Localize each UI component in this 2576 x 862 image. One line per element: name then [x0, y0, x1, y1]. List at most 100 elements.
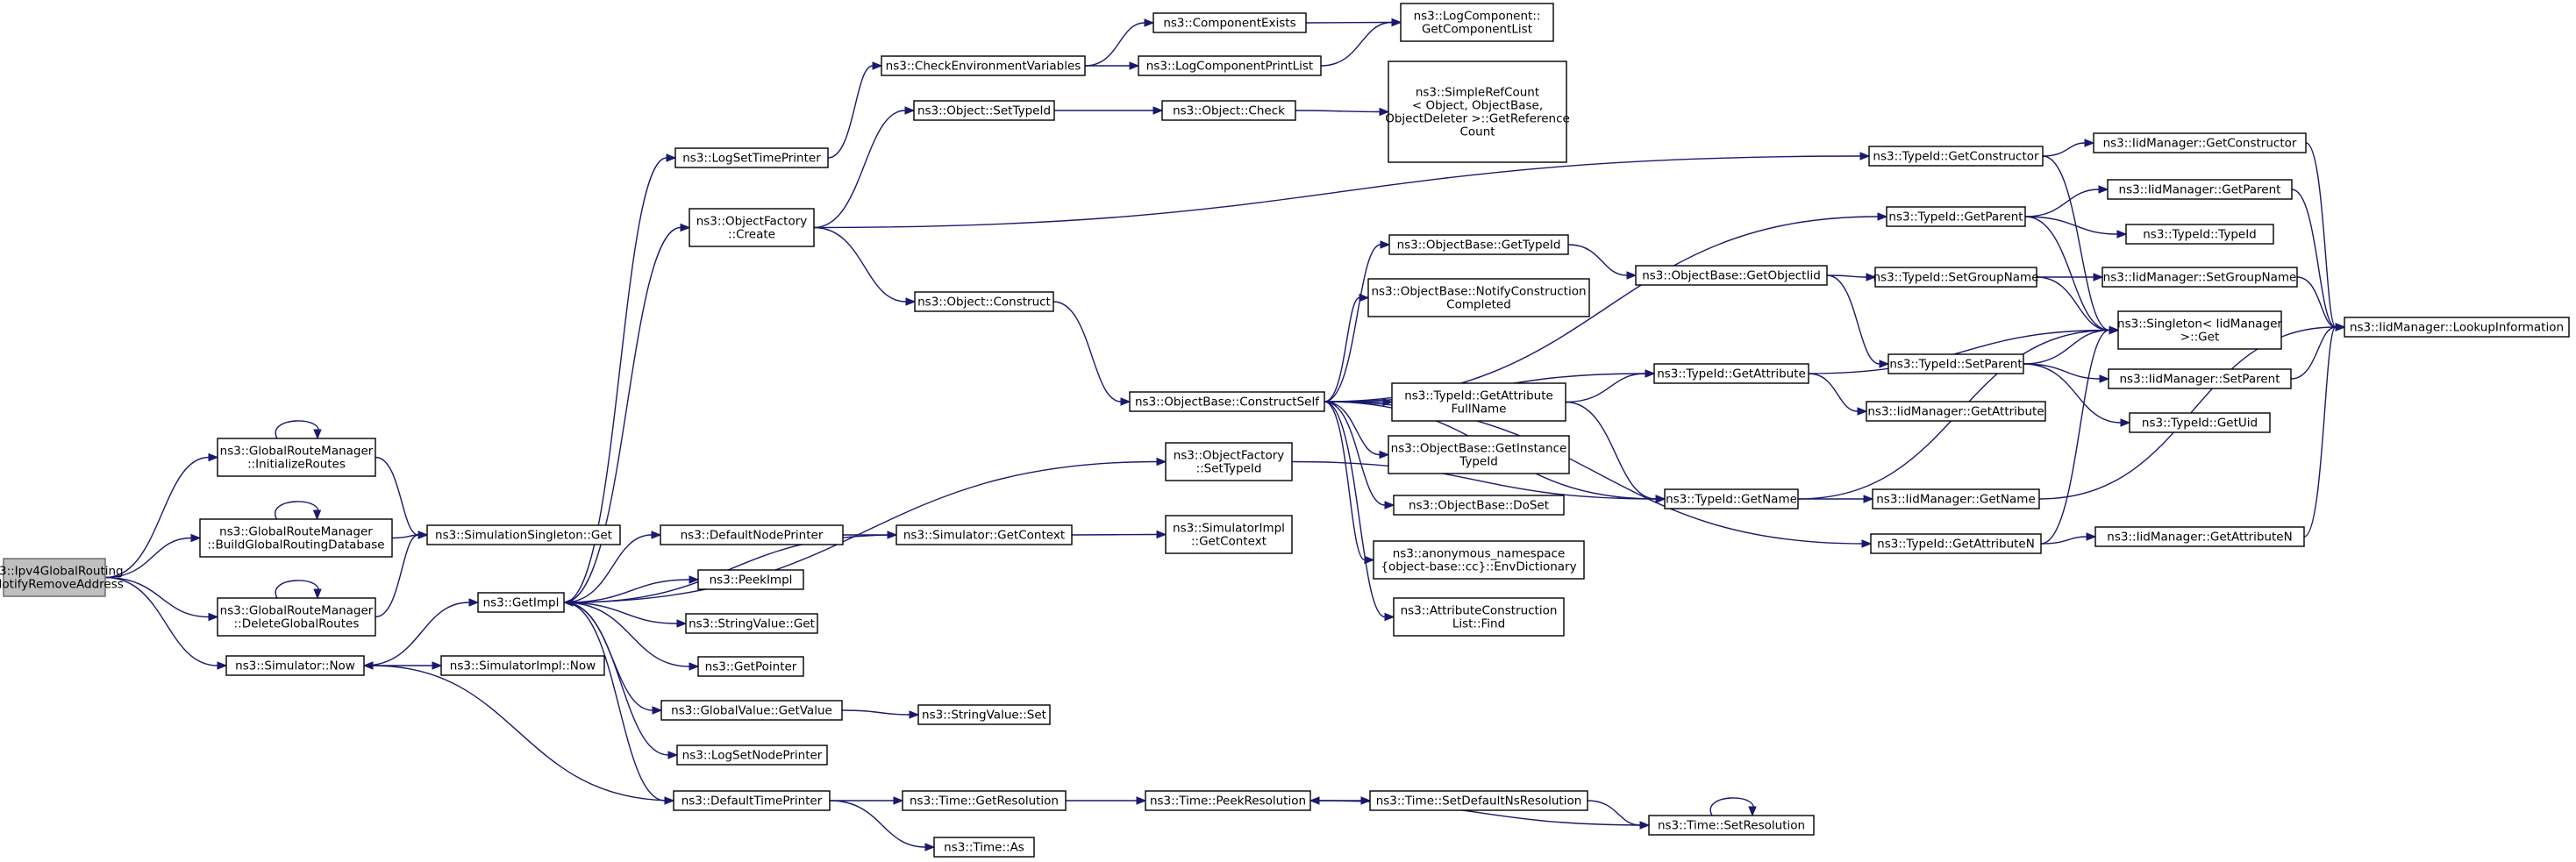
node-lookupInformation[interactable]: ns3::IidManager::LookupInformation	[2344, 317, 2570, 338]
node-typeIdSetGroupName[interactable]: ns3::TypeId::SetGroupName	[1873, 267, 2039, 288]
node-objBaseGetTypeId[interactable]: ns3::ObjectBase::GetTypeId	[1388, 234, 1569, 255]
node-logSetNodePrinter[interactable]: ns3::LogSetNodePrinter	[676, 744, 828, 766]
call-edge-timeGetResolution-to-timePeekResolution	[1066, 796, 1147, 805]
node-label-line: ns3::DefaultTimePrinter	[681, 794, 823, 809]
node-notifyConstruction[interactable]: ns3::ObjectBase::NotifyConstructionCompl…	[1367, 278, 1590, 317]
node-getObjectIid[interactable]: ns3::ObjectBase::GetObjectIid	[1635, 265, 1828, 286]
node-label-line: ns3::IidManager::SetParent	[2120, 373, 2280, 387]
node-label-line: ns3::Ipv4GlobalRouting	[0, 565, 124, 579]
node-globalValueGetValue[interactable]: ns3::GlobalValue::GetValue	[660, 700, 843, 721]
node-buildDb[interactable]: ns3::GlobalRouteManager::BuildGlobalRout…	[199, 518, 393, 558]
node-iidGetParent[interactable]: ns3::IidManager::GetParent	[2107, 179, 2293, 200]
node-objFactorySetTypeId[interactable]: ns3::ObjectFactory::SetTypeId	[1165, 442, 1293, 481]
node-getImpl[interactable]: ns3::GetImpl	[477, 592, 565, 613]
node-checkEnvVars[interactable]: ns3::CheckEnvironmentVariables	[881, 55, 1086, 76]
node-singletonGet[interactable]: ns3::Singleton< IidManager >::Get	[2117, 310, 2282, 350]
node-label-line: ns3::Time::PeekResolution	[1150, 794, 1306, 809]
node-logComponentPrintList[interactable]: ns3::LogComponentPrintList	[1138, 55, 1322, 76]
node-defaultTimePrinter[interactable]: ns3::DefaultTimePrinter	[673, 790, 831, 811]
call-edge-defaultTimePrinter-to-timeGetResolution	[830, 796, 904, 805]
node-label-line: ns3::Object::Check	[1173, 104, 1285, 118]
node-peekImpl[interactable]: ns3::PeekImpl	[697, 569, 804, 590]
call-edge-getAttributeFullName-to-typeIdGetName	[1565, 401, 1666, 503]
call-edge-initRoutes-to-initRoutes	[275, 420, 322, 440]
call-edge-typeIdGetParent-to-iidGetParent	[2024, 185, 2109, 217]
call-edge-constructSelf-to-getInstanceTypeId	[1324, 401, 1390, 459]
node-box	[1870, 533, 2042, 554]
node-label-line: ns3::ObjectBase::GetObjectIid	[1642, 269, 1821, 283]
node-getPointer[interactable]: ns3::GetPointer	[697, 656, 804, 677]
node-stringValueGet[interactable]: ns3::StringValue::Get	[685, 613, 818, 634]
call-edge-typeIdGetConstructor-to-singletonGet	[2042, 155, 2120, 335]
node-simGetContext[interactable]: ns3::Simulator::GetContext	[896, 524, 1073, 545]
node-label-line: GetComponentList	[1422, 23, 1532, 37]
node-iidGetAttributeN[interactable]: ns3::IidManager::GetAttributeN	[2094, 526, 2305, 547]
call-edge-getImpl-to-peekImpl	[563, 575, 700, 603]
node-stringValueSet[interactable]: ns3::StringValue::Set	[917, 704, 1051, 725]
node-objConstruct[interactable]: ns3::Object::Construct	[914, 291, 1054, 312]
call-edge-getImpl-to-objFactorySetTypeId	[563, 457, 1167, 603]
node-label-line: ns3::ObjectBase::GetInstance	[1391, 442, 1567, 456]
node-timeAs[interactable]: ns3::Time::As	[933, 837, 1035, 858]
node-box	[881, 55, 1086, 76]
node-typeIdSetParent[interactable]: ns3::TypeId::SetParent	[1887, 353, 2024, 374]
node-iidGetConstructor[interactable]: ns3::IidManager::GetConstructor	[2093, 132, 2307, 153]
node-objCheck[interactable]: ns3::Object::Check	[1161, 100, 1296, 121]
call-edge-objFactoryCreate-to-typeIdGetConstructor	[813, 152, 1871, 229]
node-label-line: List::Find	[1452, 617, 1505, 631]
node-envDictionary[interactable]: ns3::anonymous_namespace{object-base::cc…	[1373, 540, 1585, 580]
node-deleteRoutes[interactable]: ns3::GlobalRouteManager::DeleteGlobalRou…	[217, 597, 376, 637]
node-typeIdGetAttribute[interactable]: ns3::TypeId::GetAttribute	[1653, 363, 1809, 384]
node-simpleRefCount[interactable]: ns3::SimpleRefCount< Object, ObjectBase,…	[1385, 61, 1570, 163]
node-timeSetResolution[interactable]: ns3::Time::SetResolution	[1648, 815, 1815, 836]
node-label-line: ns3::TypeId::SetGroupName	[1873, 271, 2038, 285]
node-box	[1388, 435, 1570, 474]
node-box	[2125, 224, 2274, 245]
node-typeIdGetConstructor[interactable]: ns3::TypeId::GetConstructor	[1868, 146, 2044, 167]
call-edge-logSetTimePrinter-to-checkEnvVars	[827, 61, 883, 159]
node-iidGetName[interactable]: ns3::IidManager::GetName	[1872, 488, 2040, 509]
node-timeSetDefaultNs[interactable]: ns3::Time::SetDefaultNsResolution	[1369, 790, 1588, 811]
node-typeIdGetUid[interactable]: ns3::TypeId::GetUid	[2129, 412, 2271, 433]
node-box	[2129, 412, 2271, 433]
node-box	[1872, 488, 2040, 509]
node-doSet[interactable]: ns3::ObjectBase::DoSet	[1393, 495, 1565, 516]
node-objFactoryCreate[interactable]: ns3::ObjectFactory::Create	[689, 208, 815, 247]
node-root[interactable]: ns3::Ipv4GlobalRouting::NotifyRemoveAddr…	[0, 558, 124, 597]
node-iidSetGroupName[interactable]: ns3::IidManager::SetGroupName	[2101, 267, 2298, 288]
node-constructSelf[interactable]: ns3::ObjectBase::ConstructSelf	[1129, 391, 1325, 412]
node-objSetTypeId[interactable]: ns3::Object::SetTypeId	[913, 100, 1055, 121]
node-box	[1165, 515, 1293, 554]
node-timeGetResolution[interactable]: ns3::Time::GetResolution	[902, 790, 1067, 811]
node-typeIdGetName[interactable]: ns3::TypeId::GetName	[1664, 488, 1799, 509]
node-typeIdTypeId[interactable]: ns3::TypeId::TypeId	[2125, 224, 2274, 245]
node-simSingletonGet[interactable]: ns3::SimulationSingleton::Get	[426, 524, 621, 545]
node-iidSetParent[interactable]: ns3::IidManager::SetParent	[2108, 368, 2292, 389]
call-edge-root-to-simNow	[104, 576, 228, 670]
node-label-line: ObjectDeleter >::GetReference	[1385, 112, 1570, 126]
node-getComponentList[interactable]: ns3::LogComponent::GetComponentList	[1400, 3, 1554, 42]
node-defaultNodePrinter[interactable]: ns3::DefaultNodePrinter	[660, 524, 844, 545]
node-iidGetAttribute[interactable]: ns3::IidManager::GetAttribute	[1866, 401, 2046, 422]
node-label-line: ns3::TypeId::GetName	[1666, 493, 1797, 507]
node-label-line: TypeId	[1459, 455, 1498, 469]
node-simImplNow[interactable]: ns3::SimulatorImpl::Now	[440, 655, 605, 676]
node-label-line: ns3::Time::SetResolution	[1658, 819, 1805, 833]
call-edge-deleteRoutes-to-simSingletonGet	[375, 531, 429, 618]
node-label-line: ns3::anonymous_namespace	[1393, 547, 1566, 561]
call-edge-simNow-to-getImpl	[363, 598, 480, 666]
node-componentExists[interactable]: ns3::ComponentExists	[1152, 12, 1307, 33]
call-edge-getImpl-to-logSetTimePrinter	[563, 153, 677, 603]
node-simNow[interactable]: ns3::Simulator::Now	[225, 655, 365, 676]
node-box	[917, 704, 1051, 725]
node-typeIdGetAttributeN[interactable]: ns3::TypeId::GetAttributeN	[1870, 533, 2042, 554]
node-initRoutes[interactable]: ns3::GlobalRouteManager::InitializeRoute…	[217, 438, 376, 477]
node-timePeekResolution[interactable]: ns3::Time::PeekResolution	[1145, 790, 1311, 811]
node-typeIdGetParent[interactable]: ns3::TypeId::GetParent	[1886, 206, 2026, 227]
node-simImplGetContext[interactable]: ns3::SimulatorImpl::GetContext	[1165, 515, 1293, 554]
node-logSetTimePrinter[interactable]: ns3::LogSetTimePrinter	[674, 147, 829, 168]
